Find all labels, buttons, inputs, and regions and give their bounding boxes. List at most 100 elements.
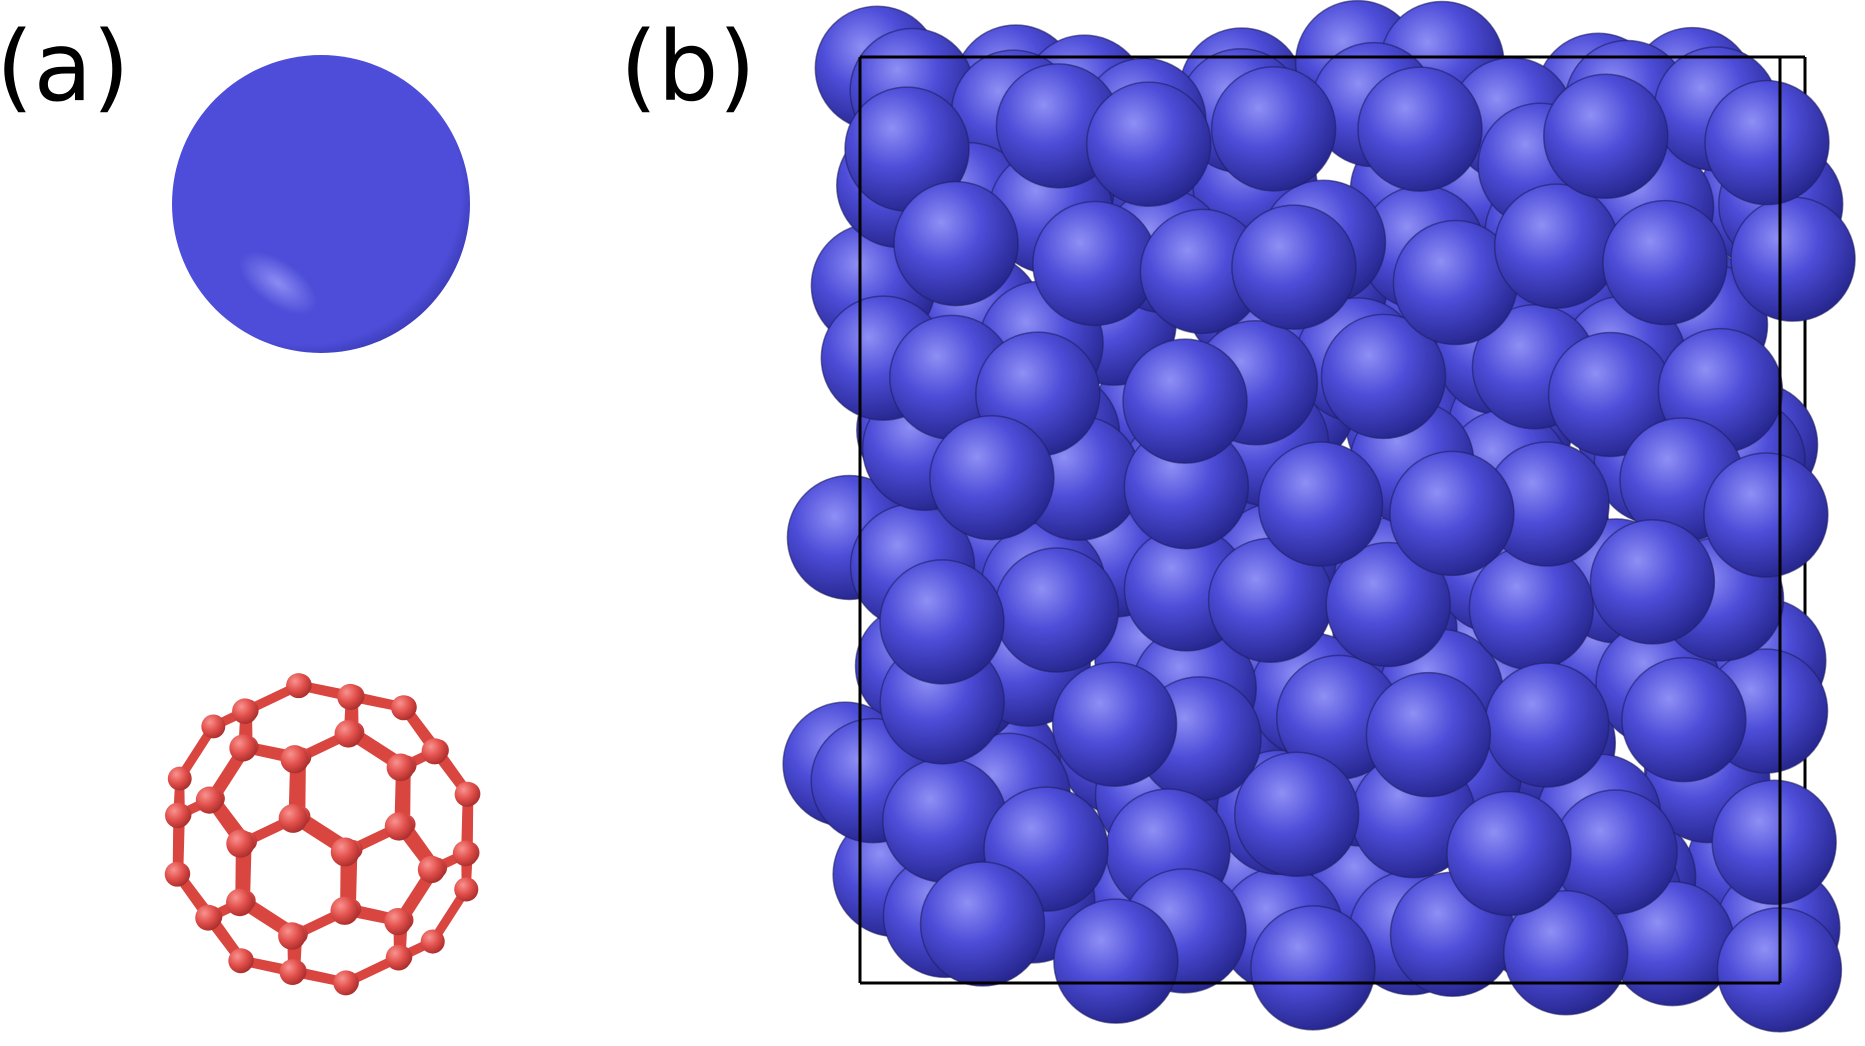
packed-sphere (1621, 656, 1747, 783)
fullerene-atom (386, 753, 415, 782)
simulation-box-front-edges (858, 55, 1782, 985)
fullerene-atom (337, 683, 364, 710)
fullerene-atom (280, 745, 309, 774)
packed-sphere (1704, 79, 1830, 206)
fullerene-atom (452, 840, 479, 867)
packed-sphere-body (1231, 204, 1357, 330)
fullerene-atom (167, 766, 192, 791)
packed-sphere-body (1389, 450, 1515, 577)
fullerene-atom (278, 922, 306, 950)
fullerene-atom (195, 904, 222, 931)
packed-sphere (1320, 313, 1447, 440)
packed-sphere-body (879, 559, 1005, 685)
packed-sphere (893, 180, 1019, 307)
fullerene-atom (330, 837, 360, 867)
packed-sphere (1365, 671, 1492, 798)
packed-sphere-body (1233, 751, 1360, 878)
packed-sphere (1711, 779, 1837, 906)
packed-sphere-body (1032, 200, 1158, 327)
fullerene-atom (195, 786, 223, 814)
packed-sphere-body (1543, 73, 1669, 200)
packed-sphere-body (893, 180, 1019, 307)
packed-sphere-body (1446, 790, 1572, 917)
fullerene-atom (229, 734, 257, 762)
packed-sphere-body (1589, 519, 1716, 645)
fullerene-atom (334, 719, 363, 748)
packed-sphere (1053, 898, 1179, 1024)
packed-sphere (1122, 338, 1248, 464)
fullerene-atom (385, 944, 412, 971)
packed-sphere-body (1250, 905, 1376, 1031)
packed-sphere-body (929, 414, 1055, 541)
fullerene-atom (278, 803, 308, 833)
packed-sphere (1085, 81, 1212, 207)
packed-sphere (1446, 790, 1572, 917)
fullerene-atom (279, 959, 306, 986)
fullerene-atom (391, 695, 417, 721)
fullerene-atom (226, 829, 255, 858)
packed-sphere (1210, 66, 1337, 192)
packed-sphere (1257, 441, 1384, 567)
packed-sphere-body (1053, 898, 1179, 1024)
packed-sphere (1493, 183, 1620, 309)
packed-sphere-body (1602, 199, 1728, 326)
packed-sphere-body (1365, 671, 1492, 798)
fullerene-atom (286, 673, 312, 699)
packed-sphere-body (1257, 441, 1384, 567)
fullerene-atom (333, 970, 359, 996)
packed-sphere (879, 559, 1005, 685)
packed-sphere-body (1210, 66, 1337, 192)
fullerene-atom (417, 855, 446, 884)
packed-sphere-body (993, 547, 1120, 673)
fullerene-atom (201, 714, 226, 739)
fullerene-atom (165, 802, 191, 829)
packed-sphere (1357, 66, 1483, 192)
packed-sphere-body (1085, 81, 1212, 207)
fullerene-atom (330, 896, 359, 925)
fullerene-atom (384, 812, 414, 841)
packed-sphere (1231, 204, 1357, 330)
packed-sphere (1389, 450, 1515, 577)
fullerene-atom (232, 698, 258, 724)
packed-sphere-body (1711, 779, 1837, 906)
packed-sphere (1032, 200, 1158, 327)
packed-sphere (1543, 73, 1669, 200)
panel-label-a: (a) (0, 11, 130, 123)
packed-sphere (1484, 662, 1610, 788)
packed-sphere (1233, 751, 1360, 878)
packed-sphere-body (1051, 661, 1178, 787)
packed-sphere-body (1621, 656, 1747, 783)
packed-sphere-body (1493, 183, 1620, 309)
packed-sphere (1325, 541, 1451, 668)
packed-sphere (993, 547, 1120, 673)
packed-sphere (1250, 905, 1376, 1031)
packed-sphere (1051, 661, 1178, 787)
packed-sphere-body (1325, 541, 1451, 668)
packed-sphere (1730, 196, 1856, 322)
packed-sphere-body (1703, 452, 1829, 578)
coarse-grained-sphere (172, 55, 470, 353)
fullerene-atom (420, 929, 445, 954)
sphere-packing (782, 0, 1856, 1033)
packed-sphere (1602, 199, 1728, 326)
packed-sphere-body (1122, 338, 1248, 464)
fullerene-atom (421, 738, 448, 765)
fullerene-atom (164, 861, 190, 887)
packed-sphere-body (1730, 196, 1856, 322)
packed-sphere (1589, 519, 1716, 645)
packed-sphere-body (1484, 662, 1610, 788)
fullerene-atom (228, 948, 254, 974)
packed-sphere-body (1320, 313, 1447, 440)
fullerene-atom (454, 877, 479, 902)
fullerene-atoms (164, 673, 481, 996)
packed-sphere-body (1704, 79, 1830, 206)
fullerene-c60-molecule (164, 673, 481, 996)
packed-sphere (929, 414, 1055, 541)
fullerene-atom (454, 781, 480, 807)
packed-sphere (1703, 452, 1829, 578)
packed-sphere-body (919, 861, 1046, 987)
packed-sphere (919, 861, 1046, 987)
fullerene-atom (226, 888, 254, 917)
panel-label-b: (b) (620, 11, 756, 123)
